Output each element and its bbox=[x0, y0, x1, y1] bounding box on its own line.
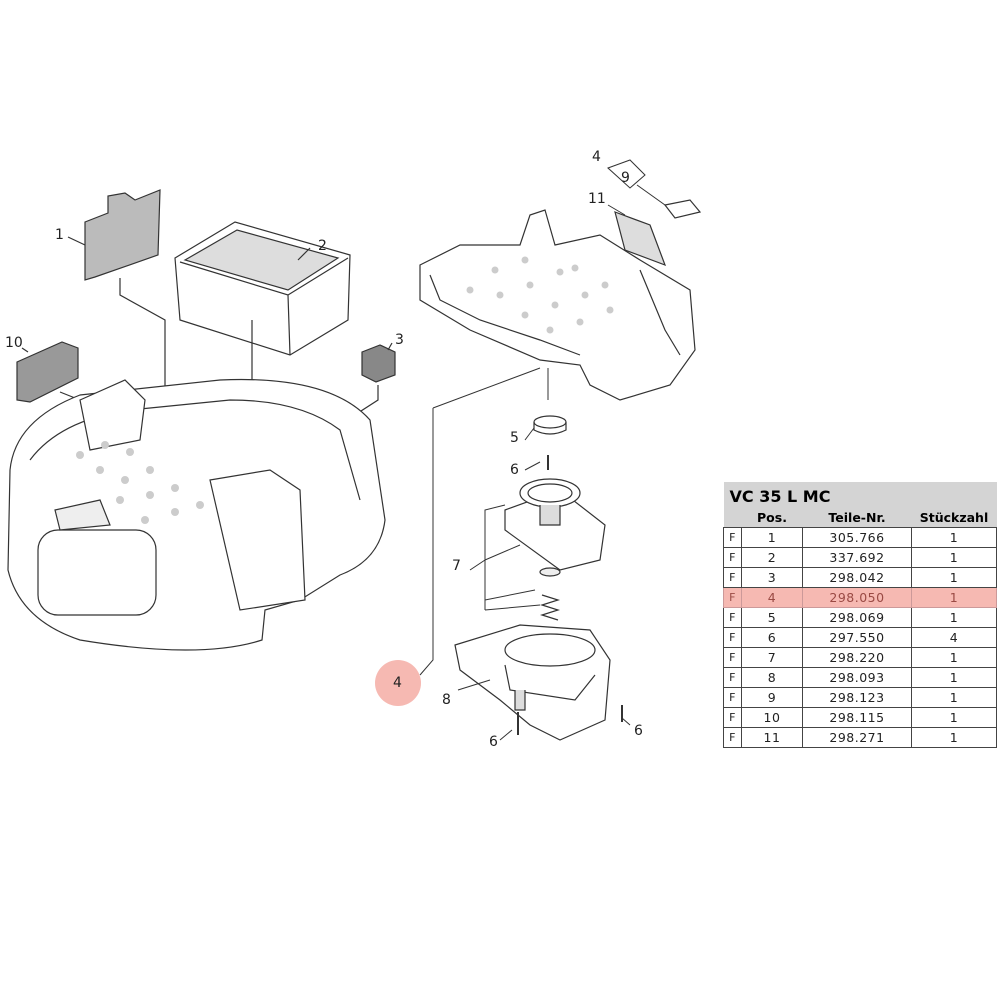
row-pos: 4 bbox=[741, 587, 803, 608]
row-part-number: 305.766 bbox=[802, 527, 912, 548]
part-2-filter-cartridge[interactable] bbox=[174, 221, 351, 356]
row-flag: F bbox=[723, 667, 742, 688]
callout-3[interactable]: 3 bbox=[395, 332, 404, 348]
row-quantity: 1 bbox=[911, 647, 997, 668]
model-title: VC 35 L MC bbox=[723, 482, 997, 508]
housing-cover[interactable] bbox=[7, 378, 386, 651]
row-pos: 6 bbox=[741, 627, 803, 648]
callout-1[interactable]: 1 bbox=[55, 227, 64, 243]
callout-6a[interactable]: 6 bbox=[510, 462, 519, 478]
row-pos: 3 bbox=[741, 567, 803, 588]
row-part-number: 298.069 bbox=[802, 607, 912, 628]
row-quantity: 1 bbox=[911, 527, 997, 548]
row-part-number: 298.271 bbox=[802, 727, 912, 748]
row-flag: F bbox=[723, 567, 742, 588]
row-part-number: 337.692 bbox=[802, 547, 912, 568]
part-10-filter-pad[interactable] bbox=[16, 341, 79, 403]
callout-9[interactable]: 9 bbox=[621, 170, 630, 186]
row-part-number: 298.123 bbox=[802, 687, 912, 708]
row-flag: F bbox=[723, 687, 742, 708]
row-flag: F bbox=[723, 587, 742, 608]
col-quantity: Stückzahl bbox=[911, 508, 997, 528]
row-part-number: 298.115 bbox=[802, 707, 912, 728]
row-part-number: 298.050 bbox=[802, 587, 912, 608]
callout-8[interactable]: 8 bbox=[442, 692, 451, 708]
row-flag: F bbox=[723, 607, 742, 628]
row-quantity: 1 bbox=[911, 727, 997, 748]
selected-part-highlight[interactable] bbox=[375, 660, 421, 706]
part-5-disc[interactable] bbox=[533, 415, 567, 435]
callout-4-selected[interactable]: 4 bbox=[393, 675, 402, 691]
part-1-filter[interactable] bbox=[84, 189, 161, 281]
row-part-number: 298.220 bbox=[802, 647, 912, 668]
row-pos: 2 bbox=[741, 547, 803, 568]
part-7-float-valve[interactable] bbox=[504, 478, 606, 621]
row-pos: 9 bbox=[741, 687, 803, 708]
row-quantity: 1 bbox=[911, 587, 997, 608]
row-part-number: 297.550 bbox=[802, 627, 912, 648]
callout-7[interactable]: 7 bbox=[452, 558, 461, 574]
callout-6c[interactable]: 6 bbox=[634, 723, 643, 739]
row-pos: 8 bbox=[741, 667, 803, 688]
row-quantity: 1 bbox=[911, 707, 997, 728]
row-flag: F bbox=[723, 547, 742, 568]
callout-10[interactable]: 10 bbox=[5, 335, 23, 351]
row-pos: 7 bbox=[741, 647, 803, 668]
row-pos: 11 bbox=[741, 727, 803, 748]
callout-2[interactable]: 2 bbox=[318, 238, 327, 254]
row-flag: F bbox=[723, 647, 742, 668]
row-quantity: 1 bbox=[911, 567, 997, 588]
row-part-number: 298.093 bbox=[802, 667, 912, 688]
col-pos: Pos. bbox=[741, 508, 803, 528]
row-quantity: 4 bbox=[911, 627, 997, 648]
col-flag bbox=[723, 508, 742, 528]
callout-4-top[interactable]: 4 bbox=[592, 149, 601, 165]
callout-5[interactable]: 5 bbox=[510, 430, 519, 446]
callout-6b[interactable]: 6 bbox=[489, 734, 498, 750]
row-flag: F bbox=[723, 627, 742, 648]
row-flag: F bbox=[723, 727, 742, 748]
row-quantity: 1 bbox=[911, 547, 997, 568]
row-part-number: 298.042 bbox=[802, 567, 912, 588]
callout-11[interactable]: 11 bbox=[588, 191, 606, 207]
row-flag: F bbox=[723, 707, 742, 728]
part-8-float-cage[interactable] bbox=[454, 624, 611, 741]
row-pos: 5 bbox=[741, 607, 803, 628]
row-flag: F bbox=[723, 527, 742, 548]
part-11-clip[interactable] bbox=[614, 211, 667, 267]
col-part-number: Teile-Nr. bbox=[802, 508, 912, 528]
part-9-latch[interactable] bbox=[663, 199, 702, 219]
row-pos: 10 bbox=[741, 707, 803, 728]
row-quantity: 1 bbox=[911, 607, 997, 628]
row-quantity: 1 bbox=[911, 687, 997, 708]
part-3-block[interactable] bbox=[361, 344, 396, 383]
part-4-filter-basket[interactable] bbox=[419, 209, 696, 401]
row-pos: 1 bbox=[741, 527, 803, 548]
row-quantity: 1 bbox=[911, 667, 997, 688]
